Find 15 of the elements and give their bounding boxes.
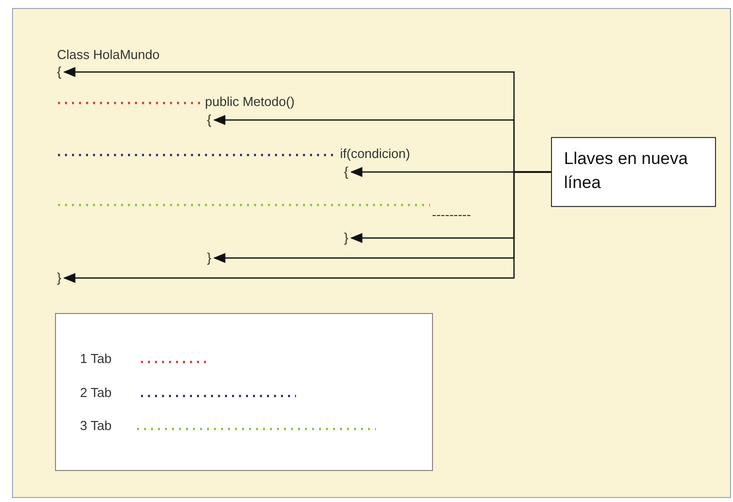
code-brace: } xyxy=(57,270,62,286)
code-text: public Metodo() xyxy=(205,94,295,110)
code-text: Class HolaMundo xyxy=(57,47,160,63)
legend-label: 3 Tab xyxy=(80,418,112,434)
code-text: if(condicion) xyxy=(340,146,410,162)
code-brace: } xyxy=(207,250,212,266)
callout-box: Llaves en nueva línea xyxy=(551,137,716,207)
legend-label: 1 Tab xyxy=(80,351,112,367)
arrow xyxy=(63,171,551,283)
legend-label: 2 Tab xyxy=(80,385,112,401)
code-brace: { xyxy=(57,64,62,80)
code-brace: { xyxy=(207,112,212,128)
code-text: --------- xyxy=(432,207,471,223)
code-brace: { xyxy=(344,164,348,180)
code-brace: } xyxy=(344,230,348,246)
